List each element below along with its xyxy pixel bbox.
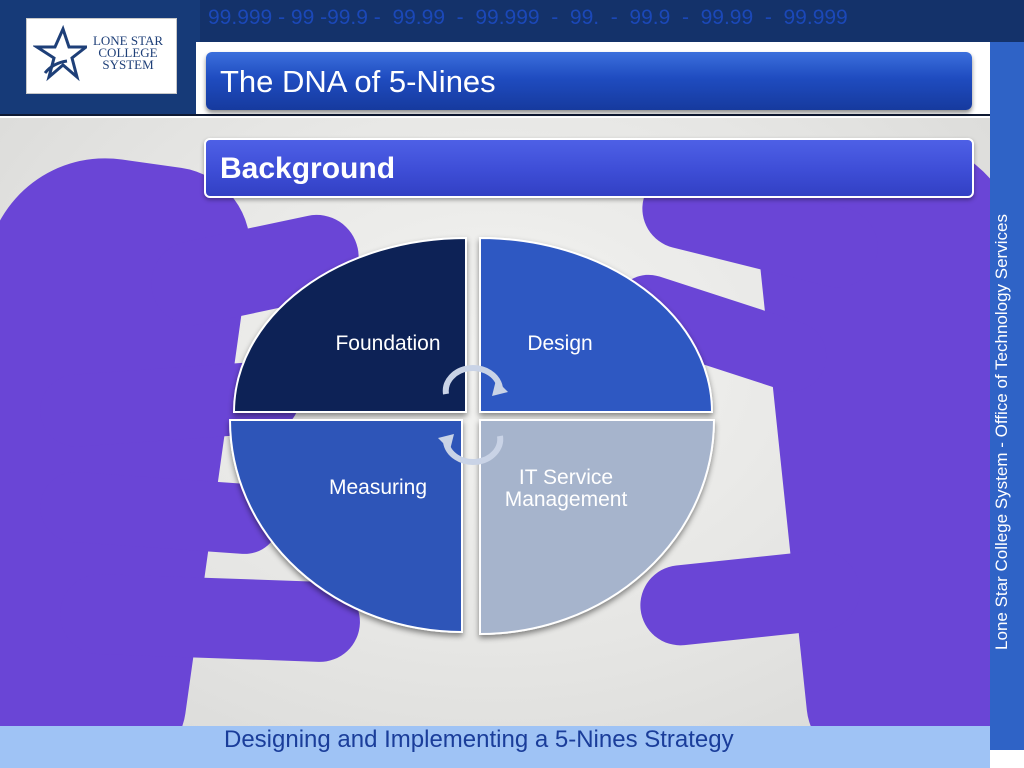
slide-title: The DNA of 5-Nines (220, 64, 496, 99)
quadrant-foundation (232, 236, 467, 413)
label-it-service-line1: IT Service (519, 466, 613, 489)
cycle-arrows-icon (438, 364, 508, 466)
quadrant-design (479, 236, 714, 413)
logo-line-1: LONE STAR (92, 33, 164, 48)
title-bar: The DNA of 5-Nines (206, 52, 972, 110)
label-foundation: Foundation (335, 332, 440, 355)
logo-text: LONE STAR COLLEGE SYSTEM (85, 33, 171, 72)
logo-line-3: SYSTEM (102, 57, 154, 72)
nines-banner: 99.999 - 99 -99.9 - 99.99 - 99.999 - 99.… (208, 6, 848, 29)
footer-band (0, 726, 990, 768)
lone-star-college-logo: LONE STAR COLLEGE SYSTEM (26, 18, 177, 94)
quadrant-measuring (228, 419, 463, 634)
right-sidebar (990, 42, 1024, 750)
header-divider (0, 114, 1024, 116)
logo-line-2: COLLEGE (98, 45, 158, 60)
star-logo-icon (33, 24, 87, 82)
sidebar-text: Lone Star College System - Office of Tec… (992, 214, 1011, 650)
section-title: Background (220, 152, 396, 185)
footer-text: Designing and Implementing a 5-Nines Str… (224, 726, 734, 753)
quadrant-it-service (479, 419, 716, 636)
label-design: Design (527, 332, 592, 355)
label-measuring: Measuring (329, 476, 427, 499)
dna-quadrant-diagram: Foundation Design Measuring IT Service M… (228, 236, 716, 636)
label-it-service-line2: Management (505, 488, 628, 511)
section-bar: Background (204, 138, 974, 198)
background-photo: Foundation Design Measuring IT Service M… (0, 118, 990, 726)
